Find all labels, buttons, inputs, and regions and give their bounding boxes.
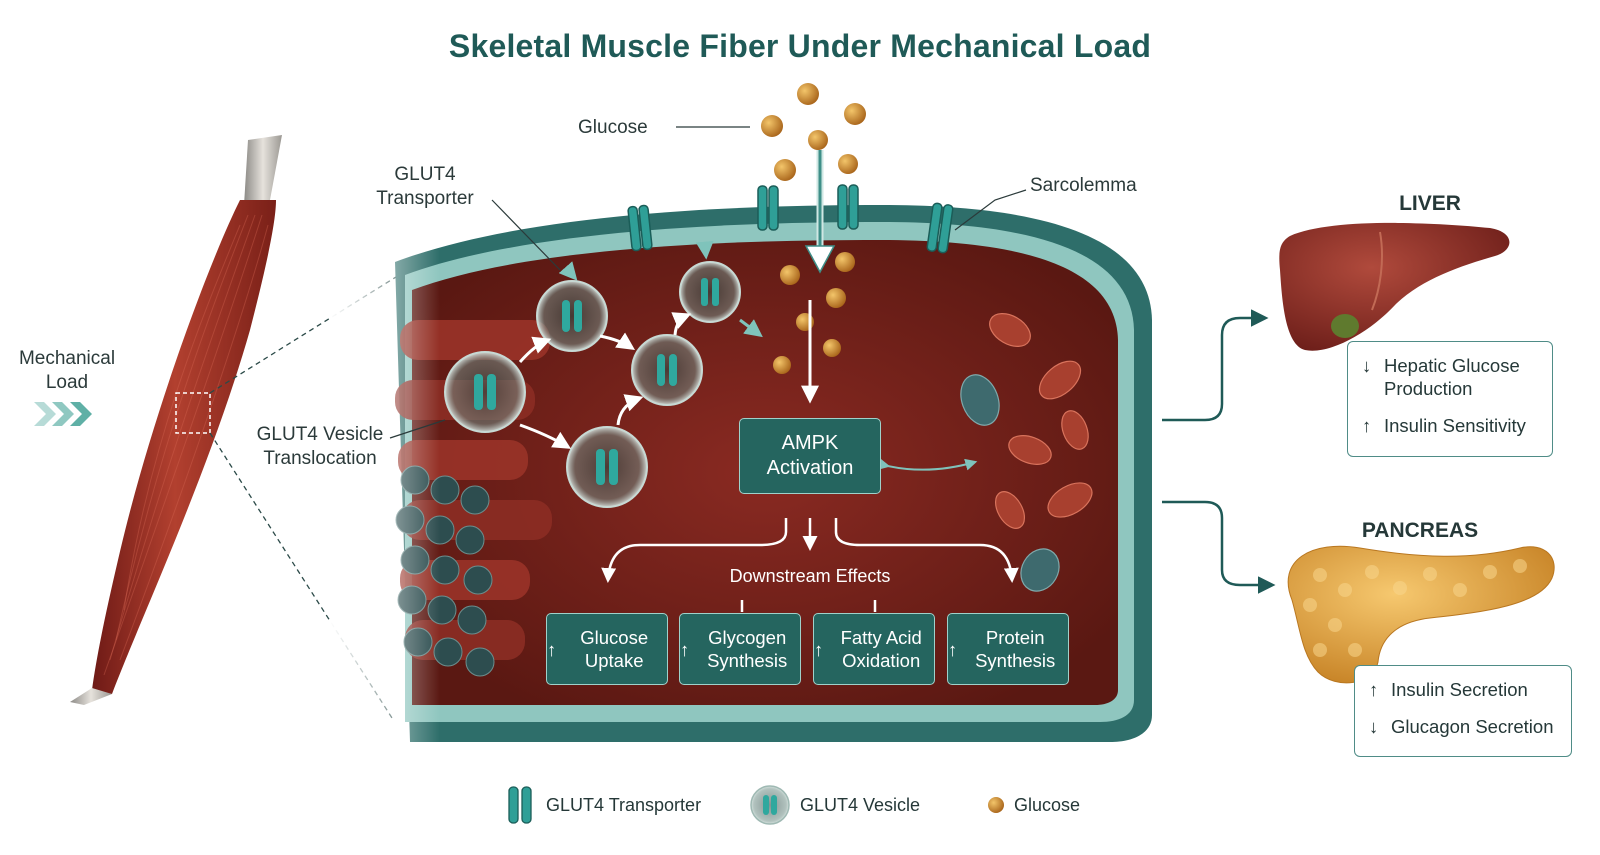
legend-item-vesicle: GLUT4 Vesicle [800, 788, 920, 822]
effect-box-glycogen-synthesis: ↑ Glycogen Synthesis [679, 613, 801, 685]
effect-text: Insulin Secretion [1391, 679, 1528, 700]
ampk-activation-box: AMPK Activation [739, 418, 881, 494]
pancreas-title: PANCREAS [1361, 519, 1479, 542]
diagram-title: Skeletal Muscle Fiber Under Mechanical L… [448, 28, 1152, 64]
effect-arrow: ↑ [814, 638, 824, 660]
liver-title: LIVER [1399, 192, 1461, 215]
legend-label: GLUT4 Transporter [546, 794, 702, 815]
mechanical-load-chevrons [34, 402, 92, 426]
liver-effects-box: ↓ Hepatic Glucose Production ↑ Insulin Sen… [1347, 341, 1553, 457]
label-mechanical-load: Mechanical Load [18, 348, 116, 393]
organ-connectors [1162, 309, 1276, 594]
legend-glucose-icon [988, 797, 1004, 813]
glut4-vesicles [444, 261, 741, 508]
legend-item-transporter: GLUT4 Transporter [546, 788, 701, 822]
effect-text: Hepatic Glucose Production [1384, 355, 1520, 399]
effect-arrow: ↓ [1362, 355, 1372, 376]
effect-text: Glucagon Secretion [1391, 716, 1554, 737]
liver-effect-row: ↑ Insulin Sensitivity [1362, 414, 1538, 437]
pancreas-illustration [1287, 545, 1555, 684]
membrane-transporters [627, 184, 954, 254]
effect-arrow: ↑ [1369, 679, 1379, 700]
effect-box-glucose-uptake: ↑ Glucose Uptake [546, 613, 668, 685]
leader-lines [389, 126, 1027, 439]
effect-arrow: ↑ [948, 638, 958, 660]
pancreas-effect-row: ↓ Glucagon Secretion [1369, 715, 1557, 738]
effect-arrow: ↑ [1362, 415, 1372, 436]
ampk-mitochondria-link [877, 458, 978, 471]
pancreas-effects-box: ↑ Insulin Secretion ↓ Glucagon Secretion [1354, 665, 1572, 757]
legend-item-glucose: Glucose [1014, 788, 1080, 822]
legend-label: Glucose [1014, 794, 1081, 815]
effect-text: Fatty Acid Oxidation [840, 627, 922, 671]
effect-arrow: ↑ [680, 638, 690, 660]
effect-text: Glucose Uptake [580, 627, 649, 671]
legend-label: GLUT4 Vesicle [800, 794, 921, 815]
legend-transporter-icon [508, 786, 532, 824]
label-glucose: Glucose [578, 117, 648, 138]
effect-text: Protein Synthesis [975, 627, 1056, 671]
glucose-inflow-arrow [801, 150, 836, 404]
vesicle-fusion-arrows [558, 240, 763, 338]
label-sarcolemma: Sarcolemma [1030, 175, 1137, 196]
pancreas-effect-row: ↑ Insulin Secretion [1369, 678, 1557, 701]
effect-arrow: ↓ [1369, 716, 1379, 737]
effect-box-fatty-acid-oxidation: ↑ Fatty Acid Oxidation [813, 613, 935, 685]
label-glut4-vesicle-translocation: GLUT4 Vesicle Translocation [256, 424, 384, 469]
translocation-arrows [518, 312, 692, 449]
label-downstream-effects: Downstream Effects [729, 566, 891, 586]
effect-box-protein-synthesis: ↑ Protein Synthesis [947, 613, 1069, 685]
glucose-molecules [761, 83, 866, 374]
liver-illustration [1279, 222, 1510, 351]
legend-vesicle-icon [750, 785, 790, 825]
effect-text: Glycogen Synthesis [707, 627, 788, 671]
effect-text: Insulin Sensitivity [1384, 415, 1526, 436]
label-glut4-transporter: GLUT4 Transporter [376, 164, 474, 209]
downstream-arrows [601, 518, 1019, 612]
liver-effect-row: ↓ Hepatic Glucose Production [1362, 354, 1538, 400]
effect-arrow: ↑ [547, 638, 557, 660]
